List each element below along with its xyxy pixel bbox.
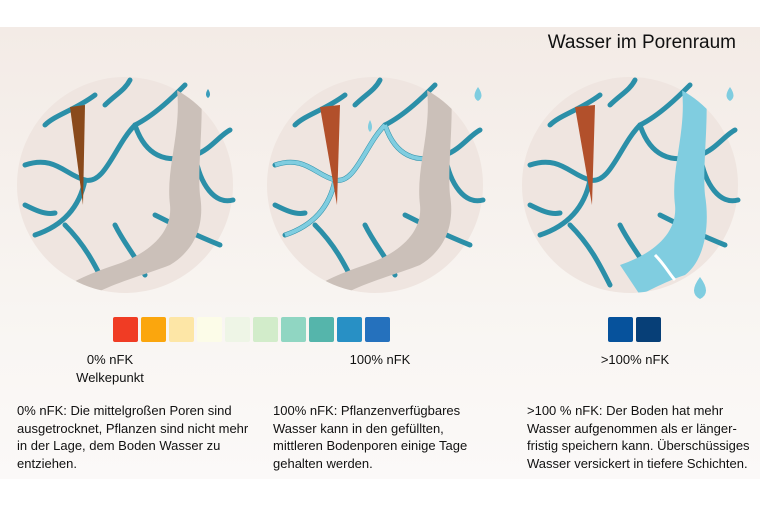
swatch-6 (281, 317, 306, 342)
swatch-2 (169, 317, 194, 342)
label-zero: 0% nFK Welkepunkt (60, 351, 160, 387)
label-wilting-point: Welkepunkt (76, 370, 144, 385)
swatch-9 (365, 317, 390, 342)
label-over: >100% nFK (600, 352, 670, 367)
swatch-7 (309, 317, 334, 342)
swatch-5 (253, 317, 278, 342)
pore-illustrations (0, 27, 760, 300)
pore-circle-excess (522, 77, 738, 295)
label-zero-text: 0% nFK (86, 352, 134, 367)
description-excess: >100 % nFK: Der Boden hat mehr Wasser au… (527, 403, 750, 471)
description-full: 100% nFK: Pflanzenverfügbares Wasser kan… (273, 403, 468, 471)
page-title: Wasser im Porenraum (547, 32, 736, 53)
water-drop-icon (726, 87, 734, 101)
pore-circle-dry (17, 77, 233, 300)
swatch-4 (225, 317, 250, 342)
swatch-excess-1 (636, 317, 661, 342)
swatch-1 (141, 317, 166, 342)
description-dry: 0% nFK: Die mittelgroßen Poren sind ausg… (17, 403, 249, 471)
label-full: 100% nFK (349, 352, 411, 367)
pore-circle-full (267, 77, 483, 300)
water-drop-icon (474, 87, 482, 101)
swatch-0 (113, 317, 138, 342)
swatch-8 (337, 317, 362, 342)
water-drop-icon (694, 277, 706, 299)
swatch-excess-0 (608, 317, 633, 342)
water-drop-icon (206, 89, 210, 98)
swatch-3 (197, 317, 222, 342)
